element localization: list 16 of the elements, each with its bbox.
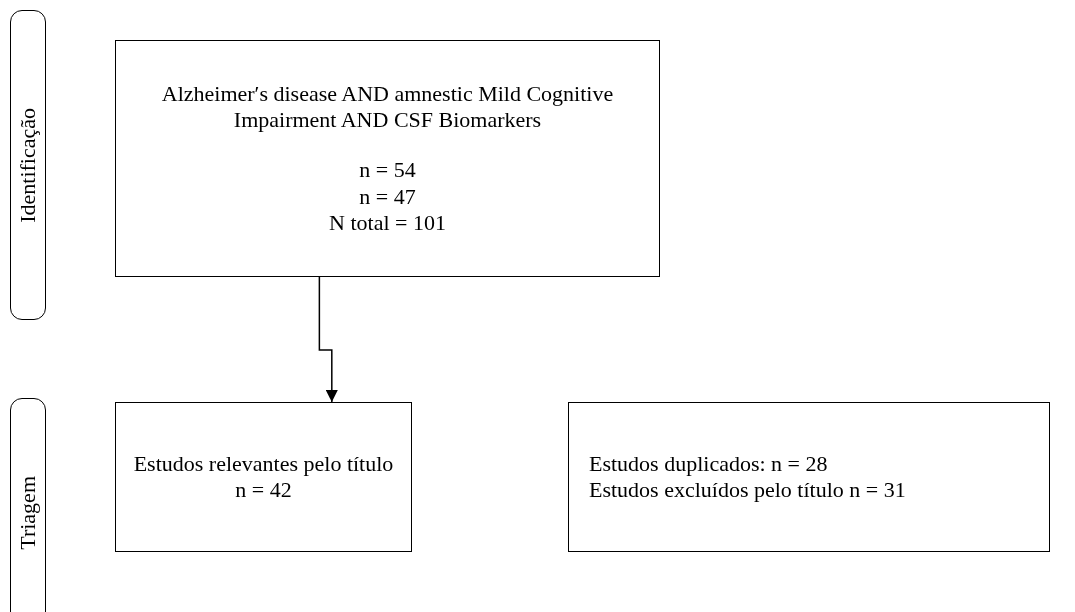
phase-label: Triagem (17, 476, 39, 550)
process-box (115, 40, 660, 277)
box-text: Estudos excluídos pelo título n = 31 (589, 477, 906, 504)
phase-band (10, 398, 46, 612)
box-text: Estudos duplicados: n = 28 (589, 450, 828, 477)
phase-label: Identificação (17, 107, 39, 223)
box-text: n = 47 (359, 183, 416, 211)
box-text: Estudos relevantes pelo título (133, 450, 394, 477)
box-text: n = 54 (359, 157, 416, 184)
phase-band (10, 10, 46, 320)
process-box (568, 402, 1050, 552)
box-text: N total = 101 (329, 210, 446, 237)
box-text: n = 42 (235, 477, 292, 504)
box-text: Alzheimer′s disease AND amnestic Mild Cognitive Impairment AND CSF Biomarkers (160, 80, 615, 134)
arrow (318, 276, 338, 403)
process-box (115, 402, 412, 552)
